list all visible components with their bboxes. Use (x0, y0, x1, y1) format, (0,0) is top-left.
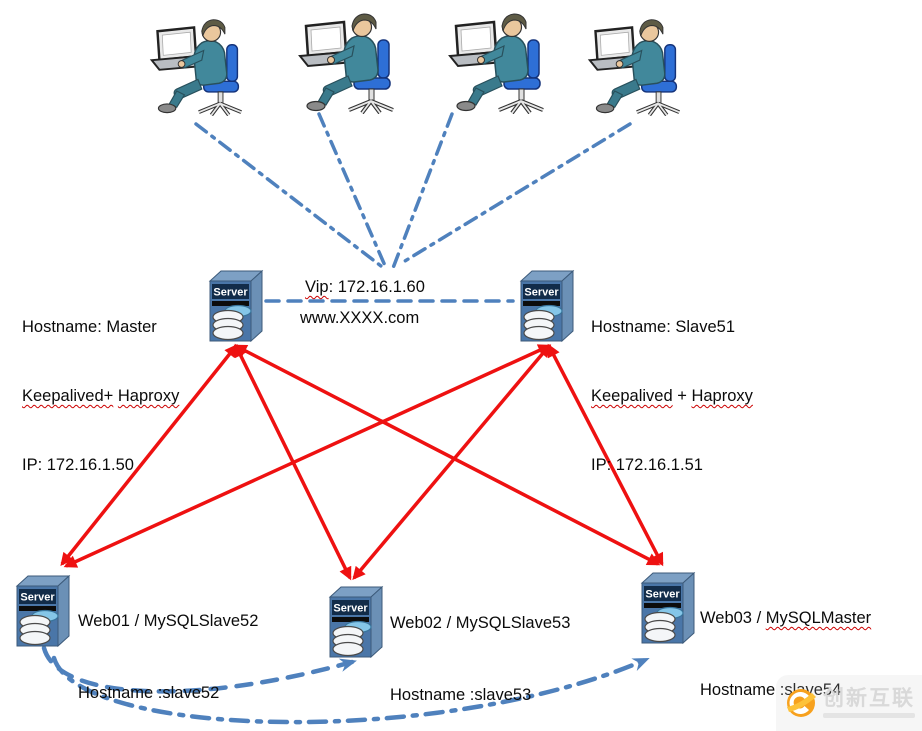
lb-slave-label: Hostname: Slave51 Keepalived + Haproxy I… (591, 270, 753, 523)
link-slave-web03 (547, 343, 664, 567)
watermark-text: 创新互联 (823, 688, 915, 718)
web03-hostname: Hostname :slave54 (700, 681, 842, 699)
watermark-logo-icon (787, 689, 816, 717)
client-user-2-icon (296, 6, 396, 114)
server-icon-slave51 (516, 269, 576, 343)
link-rsync-web01-web02 (41, 645, 357, 694)
link-rsync-web01-web03 (51, 655, 650, 725)
server-icon-master (205, 269, 265, 343)
lb-master-stack: Keepalived+ Haproxy (22, 387, 180, 405)
web03-label: Web03 / MySQLMaster Hostname :slave54 17… (700, 558, 871, 731)
lb-master-hostname: Hostname: Master (22, 318, 157, 336)
vip-domain: www.XXXX.com (300, 309, 420, 327)
server-icon-web02 (325, 585, 385, 659)
link-client2-vip (317, 112, 388, 270)
lb-slave-hostname: Hostname: Slave51 (591, 318, 735, 336)
link-client4-vip (398, 122, 632, 266)
server-icon-web01 (12, 574, 72, 648)
client-vip-links (194, 112, 632, 270)
link-slave-web02 (352, 344, 551, 580)
vip-address: Vip: 172.16.1.60 (305, 278, 425, 296)
lb-web-links (60, 343, 664, 581)
lb-master-ip: IP: 172.16.1.50 (22, 456, 134, 474)
web01-hostname: Hostname :slave52 (78, 684, 220, 702)
lb-slave-stack: Keepalived + Haproxy (591, 387, 753, 405)
web02-hostname: Hostname :slave53 (390, 686, 532, 704)
web01-title: Web01 / MySQLSlave52 (78, 612, 259, 630)
server-icon-web03 (637, 571, 697, 645)
lb-master-label: Hostname: Master Keepalived+ Haproxy IP:… (22, 270, 179, 523)
link-client3-vip (391, 112, 454, 270)
lb-slave-ip: IP: 172.16.1.51 (591, 456, 703, 474)
web03-title: Web03 / MySQLMaster (700, 609, 872, 627)
web02-title: Web02 / MySQLSlave53 (390, 614, 571, 632)
client-user-3-icon (446, 6, 546, 114)
web01-label: Web01 / MySQLSlave52 Hostname :slave52 1… (78, 561, 258, 731)
client-user-4-icon (584, 12, 684, 116)
link-client1-vip (194, 122, 383, 268)
watermark: 创新互联 (776, 675, 922, 731)
watermark-brand: 创新互联 (823, 687, 915, 710)
watermark-subtext-bar (823, 713, 915, 718)
client-user-1-icon (146, 12, 246, 116)
web02-label: Web02 / MySQLSlave53 Hostname :slave53 1… (390, 563, 570, 731)
